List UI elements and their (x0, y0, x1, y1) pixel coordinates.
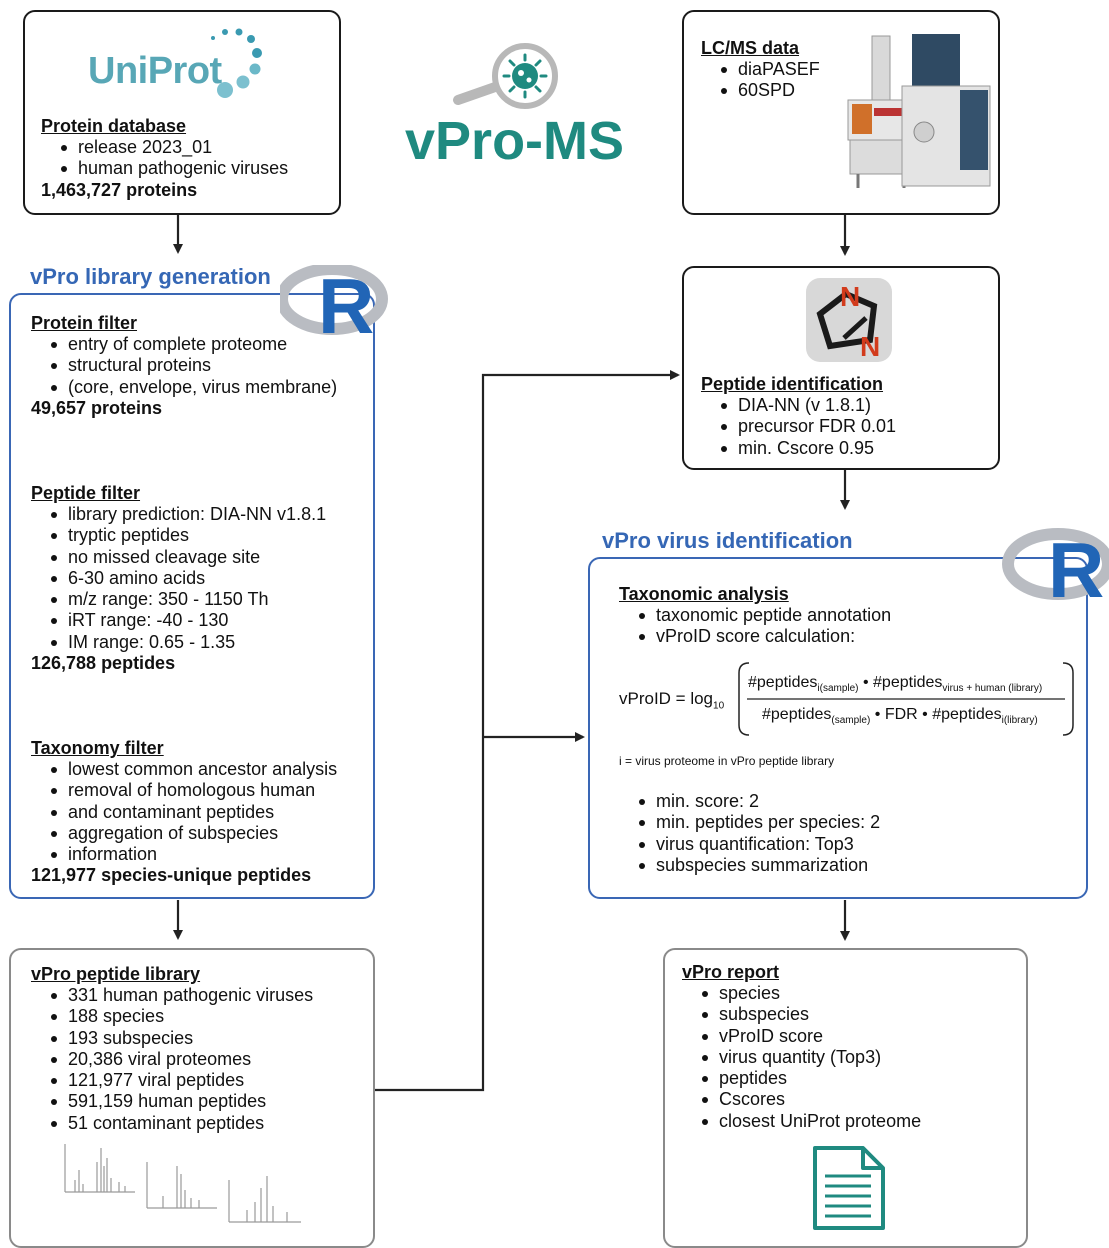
list-item: virus quantification: Top3 (619, 834, 880, 855)
svg-text:N: N (840, 281, 860, 312)
virus-identification-box: Taxonomic analysis taxonomic peptide ann… (588, 557, 1088, 899)
list-item: closest UniProt proteome (682, 1111, 921, 1132)
uniprot-logo-text: UniProt (88, 50, 222, 92)
taxonomy-filter-summary: 121,977 species-unique peptides (31, 865, 312, 886)
list-item-continuation: and contaminant peptides (31, 802, 337, 823)
peptide-library-box: vPro peptide library 331 human pathogeni… (9, 948, 375, 1248)
protein-database-list: release 2023_01 human pathogenic viruses (41, 137, 288, 180)
list-item: 331 human pathogenic viruses (31, 985, 313, 1006)
list-item: Cscores (682, 1089, 921, 1110)
vproid-formula: vProID = log10 (619, 689, 725, 712)
report-list: species subspecies vProID score virus qu… (682, 983, 921, 1132)
formula-note: i = virus proteome in vPro peptide libra… (619, 754, 835, 768)
peptide-library-list: 331 human pathogenic viruses 188 species… (31, 985, 313, 1134)
taxonomic-analysis-title: Taxonomic analysis (619, 584, 789, 604)
protein-database-box: UniProt Protein database release 2023_01… (23, 10, 341, 215)
list-item: human pathogenic viruses (41, 158, 288, 179)
formula-brackets (738, 662, 1074, 736)
list-item: min. peptides per species: 2 (619, 812, 880, 833)
dia-nn-logo-icon: N N (806, 278, 892, 362)
library-generation-heading: vPro library generation (30, 264, 271, 289)
peptide-library-title: vPro peptide library (31, 964, 201, 984)
list-item: IM range: 0.65 - 1.35 (31, 632, 326, 653)
formula-denominator: #peptides(sample) • FDR • #peptidesi(lib… (762, 706, 1038, 727)
list-item: subspecies summarization (619, 855, 880, 876)
taxonomic-analysis-list: taxonomic peptide annotation vProID scor… (619, 605, 891, 648)
list-item: 51 contaminant peptides (31, 1113, 313, 1134)
taxonomy-filter-list: lowest common ancestor analysis removal … (31, 759, 337, 865)
protein-filter-list: entry of complete proteome structural pr… (31, 334, 337, 398)
uniprot-dots-icon (211, 28, 262, 98)
protein-database-title: Protein database (41, 116, 187, 136)
list-item-continuation: information (31, 844, 337, 865)
list-item: structural proteins (31, 355, 337, 376)
taxonomy-filter-title: Taxonomy filter (31, 738, 164, 758)
virus-identification-list: min. score: 2 min. peptides per species:… (619, 791, 880, 876)
virus-identification-heading: vPro virus identification (602, 528, 853, 553)
r-logo-icon: R (280, 262, 390, 350)
list-item: entry of complete proteome (31, 334, 337, 355)
list-item: min. Cscore 0.95 (701, 438, 896, 459)
peptide-filter-summary: 126,788 peptides (31, 653, 176, 674)
list-item: 20,386 viral proteomes (31, 1049, 313, 1070)
svg-text:N: N (860, 331, 880, 362)
list-item: virus quantity (Top3) (682, 1047, 921, 1068)
spectra-icon (64, 1144, 301, 1223)
r-logo-icon: R (1002, 528, 1109, 613)
list-item: 591,159 human peptides (31, 1091, 313, 1112)
list-item: taxonomic peptide annotation (619, 605, 891, 626)
list-item: removal of homologous human (31, 780, 337, 801)
peptide-identification-box: N N Peptide identification DIA-NN (v 1.8… (682, 266, 1000, 470)
peptide-identification-title: Peptide identification (701, 374, 884, 394)
lcms-data-box: LC/MS data diaPASEF 60SPD (682, 10, 1000, 215)
peptide-filter-list: library prediction: DIA-NN v1.8.1 trypti… (31, 504, 326, 653)
list-item: 6-30 amino acids (31, 568, 326, 589)
lcms-title: LC/MS data (701, 38, 800, 58)
list-item-continuation: (core, envelope, virus membrane) (31, 377, 337, 398)
list-item: lowest common ancestor analysis (31, 759, 337, 780)
protein-filter-summary: 49,657 proteins (31, 397, 163, 418)
list-item: 188 species (31, 1006, 313, 1027)
protein-count: 1,463,727 proteins (41, 179, 198, 200)
list-item: tryptic peptides (31, 525, 326, 546)
app-title: vPro-MS (405, 111, 625, 171)
list-item: 121,977 viral peptides (31, 1070, 313, 1091)
list-item: diaPASEF (701, 59, 820, 80)
peptide-filter-title: Peptide filter (31, 483, 141, 503)
list-item: min. score: 2 (619, 791, 880, 812)
report-title: vPro report (682, 962, 780, 982)
mass-spectrometer-icon (847, 34, 991, 188)
lcms-list: diaPASEF 60SPD (701, 59, 820, 102)
list-item: m/z range: 350 - 1150 Th (31, 589, 326, 610)
list-item: subspecies (682, 1004, 921, 1025)
list-item: library prediction: DIA-NN v1.8.1 (31, 504, 326, 525)
formula-numerator: #peptidesi(sample) • #peptidesvirus + hu… (748, 674, 1043, 695)
list-item: release 2023_01 (41, 137, 288, 158)
list-item: vProID score calculation: (619, 626, 891, 647)
document-icon (813, 1146, 885, 1230)
list-item: peptides (682, 1068, 921, 1089)
library-generation-box: Protein filter entry of complete proteom… (9, 293, 375, 899)
list-item: no missed cleavage site (31, 547, 326, 568)
list-item: 60SPD (701, 80, 820, 101)
list-item: vProID score (682, 1026, 921, 1047)
virus-magnifier-icon (453, 43, 558, 109)
peptide-identification-list: DIA-NN (v 1.8.1) precursor FDR 0.01 min.… (701, 395, 896, 459)
report-box: vPro report species subspecies vProID sc… (663, 948, 1028, 1248)
list-item: DIA-NN (v 1.8.1) (701, 395, 896, 416)
protein-filter-title: Protein filter (31, 313, 138, 333)
list-item: aggregation of subspecies (31, 823, 337, 844)
list-item: species (682, 983, 921, 1004)
list-item: precursor FDR 0.01 (701, 416, 896, 437)
list-item: iRT range: -40 - 130 (31, 610, 326, 631)
list-item: 193 subspecies (31, 1028, 313, 1049)
